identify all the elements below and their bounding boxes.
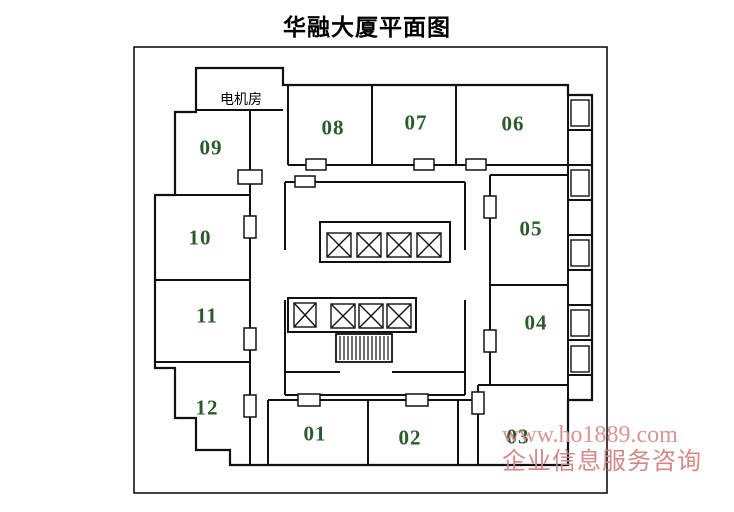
room-label-04: 04 bbox=[524, 310, 548, 335]
room-label-06: 06 bbox=[501, 111, 525, 136]
door-icon bbox=[405, 393, 429, 407]
elevator-icon bbox=[386, 303, 412, 329]
door-icon bbox=[294, 175, 316, 188]
elevator-icons-upper bbox=[326, 232, 442, 258]
elevator-icon bbox=[326, 232, 352, 258]
room-label-03: 03 bbox=[506, 424, 530, 449]
door-icon bbox=[465, 158, 487, 171]
elevator-icon bbox=[358, 303, 384, 329]
room-label-02: 02 bbox=[398, 425, 422, 450]
door-icon bbox=[483, 195, 497, 219]
elevator-bank-lower bbox=[287, 297, 417, 333]
door-icons bbox=[237, 158, 497, 418]
room-label-12: 12 bbox=[195, 395, 219, 420]
elevator-icon bbox=[356, 232, 382, 258]
stairs-icon bbox=[335, 333, 393, 363]
room-label-01: 01 bbox=[303, 421, 327, 446]
service-shafts bbox=[570, 99, 590, 373]
outer-wall bbox=[153, 66, 594, 467]
door-icon bbox=[237, 169, 263, 185]
elevator-icon bbox=[330, 303, 356, 329]
door-icon bbox=[243, 215, 257, 239]
elevator-icon bbox=[416, 232, 442, 258]
door-icon bbox=[243, 327, 257, 351]
room-label-09: 09 bbox=[199, 135, 223, 160]
door-icon bbox=[471, 391, 485, 415]
room-label-08: 08 bbox=[321, 115, 345, 140]
room-label-11: 11 bbox=[196, 303, 218, 328]
elevator-bank-upper bbox=[319, 221, 451, 263]
room-label-07: 07 bbox=[404, 110, 428, 135]
door-icon bbox=[243, 394, 257, 418]
door-icon bbox=[413, 158, 435, 171]
door-icon bbox=[305, 158, 327, 171]
elevator-icons-lower bbox=[293, 302, 412, 329]
elevator-icon bbox=[293, 302, 317, 328]
motor-room-label: 电机房 bbox=[220, 91, 262, 107]
door-icon bbox=[297, 393, 321, 407]
elevator-icon bbox=[386, 232, 412, 258]
room-label-05: 05 bbox=[519, 216, 543, 241]
page-title: 华融大厦平面图 bbox=[283, 14, 451, 40]
door-icon bbox=[483, 329, 497, 353]
frame-border bbox=[133, 46, 608, 494]
room-label-10: 10 bbox=[188, 225, 212, 250]
